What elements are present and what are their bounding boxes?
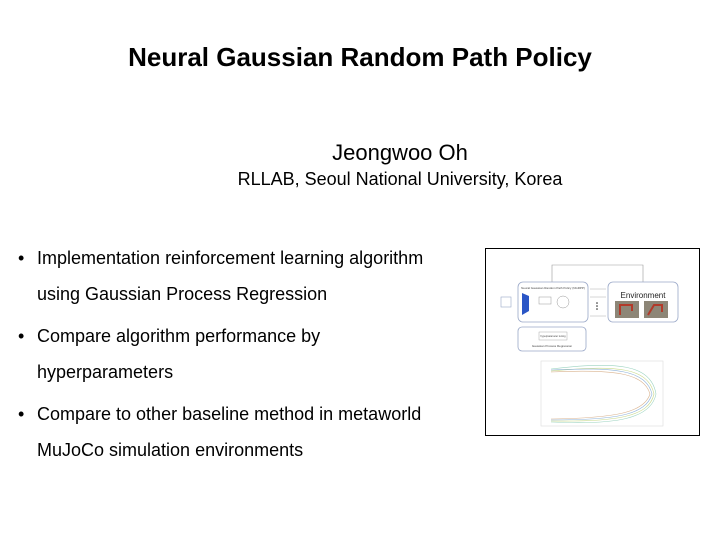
trajectory-curves [550,364,657,424]
affiliation: RLLAB, Seoul National University, Korea [237,169,563,189]
author-name: Jeongwoo Oh [332,140,468,165]
network-icon [522,293,529,315]
ellipsis-dots [596,302,598,310]
robot-image-2 [644,301,668,318]
bullet-icon: • [18,404,25,424]
sampler-circle [556,295,570,309]
environment-box [607,281,679,323]
bullet-list: •Implementation reinforcement learning a… [18,240,478,474]
feedback-arrow [551,264,644,282]
bullet-item: •Compare to other baseline method in met… [18,396,478,468]
figure-diagram: Neural Gaussian Random Path Policy (NGRP… [500,264,679,427]
trajectory-plot-frame [540,360,664,427]
hyper-label: hyperparameter tuning [540,335,566,338]
action-arrows [590,288,606,317]
bullet-item: •Implementation reinforcement learning a… [18,240,478,312]
policy-box [517,281,589,323]
gpr-label: Gaussian Process Regression [532,344,573,348]
gpr-box [517,326,587,352]
method-figure: Neural Gaussian Random Path Policy (NGRP… [485,248,700,436]
environment-label: Environment [621,291,667,300]
robot-arm-1 [619,304,633,315]
slide-title: Neural Gaussian Random Path Policy [128,42,592,72]
bullet-icon: • [18,248,25,268]
policy-label: Neural Gaussian Random Path Policy (NGRP… [521,286,585,290]
bullet-icon: • [18,326,25,346]
hyper-box [538,331,568,341]
input-box [500,296,512,308]
robot-arm-2 [647,304,663,316]
sampling-box [538,296,552,305]
robot-image-1 [615,301,639,318]
